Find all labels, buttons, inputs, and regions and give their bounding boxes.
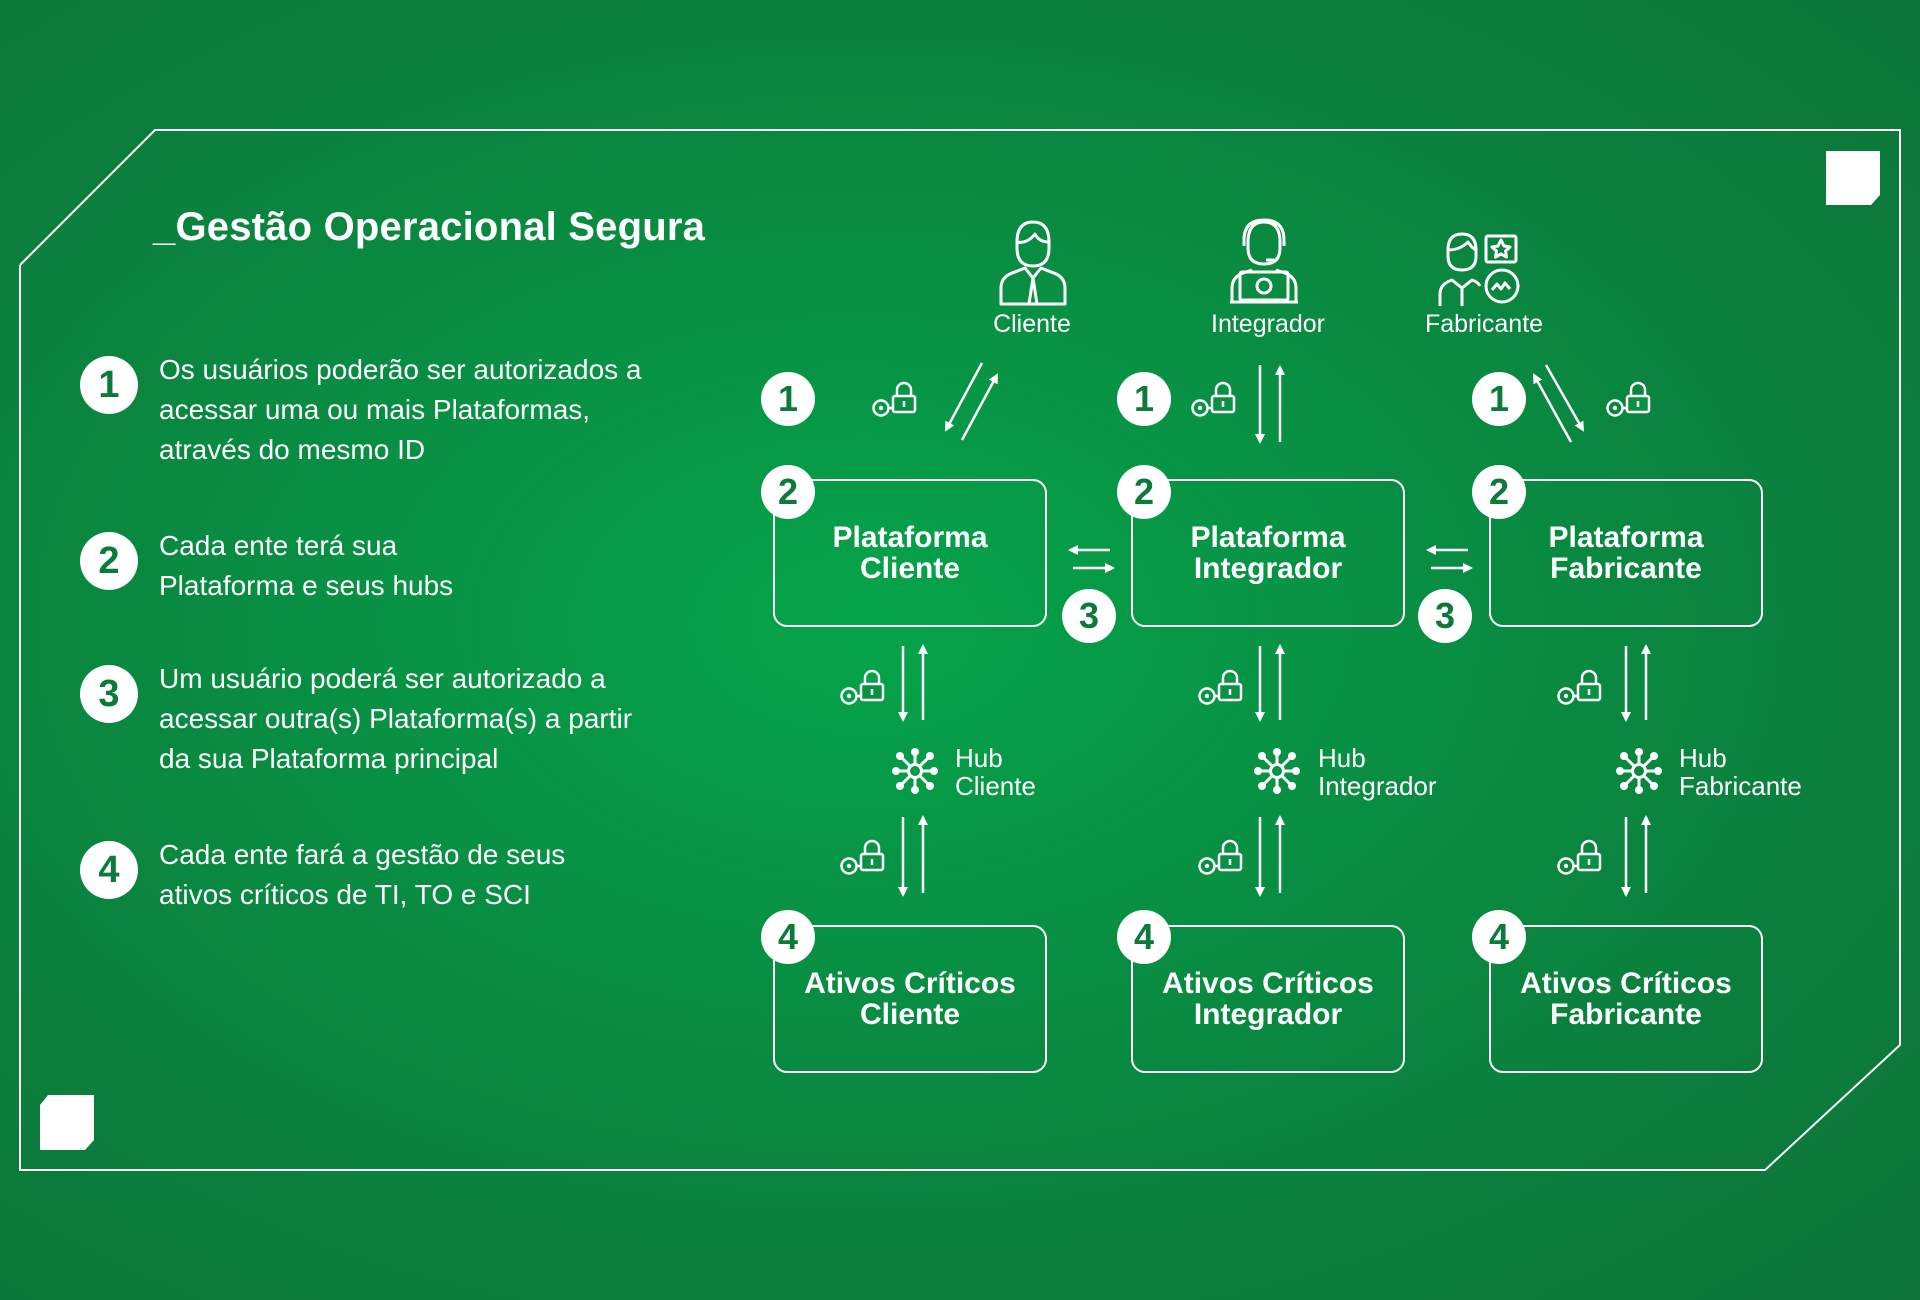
- user-icon: [999, 220, 1067, 306]
- platform-box-cliente: Plataforma Cliente: [773, 479, 1047, 627]
- access-badge: 1: [761, 372, 815, 426]
- assets-badge: 4: [761, 910, 815, 964]
- step-number-badge: 2: [80, 532, 138, 590]
- step-item: 2 Cada ente terá sua Plataforma e seus h…: [80, 526, 660, 656]
- lock-key-icon: [1198, 839, 1243, 875]
- assets-badge: 4: [1472, 910, 1526, 964]
- step-description: Cada ente fará a gestão de seus ativos c…: [159, 839, 566, 910]
- step-description: Os usuários poderão ser autorizados a ac…: [159, 354, 642, 465]
- lock-key-icon: [840, 839, 885, 875]
- federation-badge: 3: [1062, 589, 1116, 643]
- lock-key-icon: [872, 381, 917, 417]
- hub-label-cliente: Hub Cliente: [955, 743, 1036, 801]
- lock-key-icon: [840, 669, 885, 705]
- platform-label: Plataforma Fabricante: [1548, 521, 1704, 585]
- manufacturer-icon: [1438, 232, 1520, 306]
- access-badge: 1: [1472, 372, 1526, 426]
- hub-label-fabricante: Hub Fabricante: [1679, 743, 1802, 801]
- network-hub-icon: [1614, 746, 1664, 796]
- assets-label: Ativos Críticos Cliente: [804, 967, 1016, 1031]
- lock-key-icon: [1606, 381, 1651, 417]
- platform-label: Plataforma Cliente: [832, 521, 988, 585]
- platform-badge: 2: [1117, 465, 1171, 519]
- network-hub-icon: [890, 746, 940, 796]
- lock-key-icon: [1557, 839, 1602, 875]
- platform-label: Plataforma Integrador: [1190, 521, 1346, 585]
- network-hub-icon: [1252, 746, 1302, 796]
- step-item: 3 Um usuário poderá ser autorizado a ace…: [80, 659, 660, 789]
- federation-badge: 3: [1418, 589, 1472, 643]
- platform-box-integrador: Plataforma Integrador: [1131, 479, 1405, 627]
- page-title: _Gestão Operacional Segura: [153, 205, 706, 249]
- platform-box-fabricante: Plataforma Fabricante: [1489, 479, 1763, 627]
- assets-label: Ativos Críticos Fabricante: [1520, 967, 1732, 1031]
- actor-label-cliente: Cliente: [993, 310, 1071, 338]
- step-item: 1 Os usuários poderão ser autorizados a …: [80, 350, 660, 480]
- platform-badge: 2: [761, 465, 815, 519]
- lock-key-icon: [1557, 669, 1602, 705]
- step-number-badge: 4: [80, 841, 138, 899]
- assets-box-cliente: Ativos Críticos Cliente: [773, 925, 1047, 1073]
- step-number-badge: 3: [80, 665, 138, 723]
- step-number-badge: 1: [80, 356, 138, 414]
- lock-key-icon: [1198, 669, 1243, 705]
- technician-icon: [1230, 218, 1298, 304]
- assets-badge: 4: [1117, 910, 1171, 964]
- step-description: Cada ente terá sua Plataforma e seus hub…: [159, 530, 454, 601]
- actor-label-fabricante: Fabricante: [1424, 310, 1544, 338]
- platform-badge: 2: [1472, 465, 1526, 519]
- corner-tab-bottom-left: [40, 1095, 94, 1150]
- lock-key-icon: [1191, 381, 1236, 417]
- corner-tab-top-right: [1826, 151, 1880, 205]
- assets-box-integrador: Ativos Críticos Integrador: [1131, 925, 1405, 1073]
- hub-label-integrador: Hub Integrador: [1318, 743, 1437, 801]
- step-description: Um usuário poderá ser autorizado a acess…: [159, 663, 633, 774]
- assets-label: Ativos Críticos Integrador: [1162, 967, 1374, 1031]
- assets-box-fabricante: Ativos Críticos Fabricante: [1489, 925, 1763, 1073]
- step-item: 4 Cada ente fará a gestão de seus ativos…: [80, 835, 660, 965]
- access-badge: 1: [1117, 372, 1171, 426]
- actor-label-integrador: Integrador: [1211, 310, 1325, 338]
